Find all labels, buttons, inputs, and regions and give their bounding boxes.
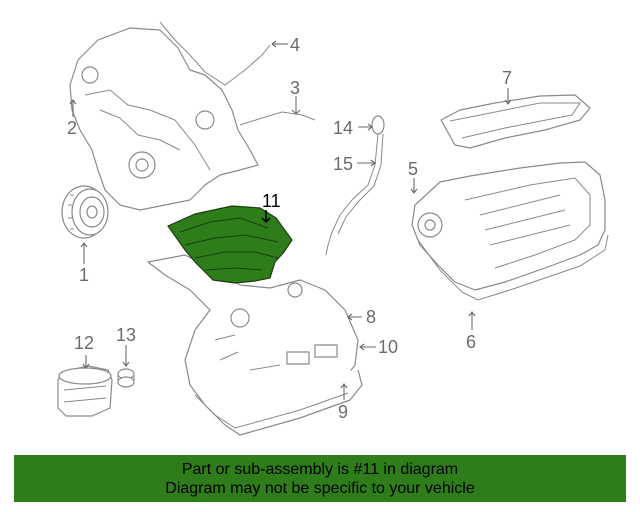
banner-line-1: Part or sub-assembly is #11 in diagram bbox=[181, 460, 459, 478]
callout-15: 15 bbox=[333, 154, 353, 174]
tube-3 bbox=[239, 111, 316, 126]
callout-13: 13 bbox=[116, 325, 136, 345]
callout-14: 14 bbox=[333, 118, 353, 138]
oil-filter-part bbox=[57, 365, 113, 417]
filter-adapter-part bbox=[117, 368, 135, 388]
callout-5: 5 bbox=[408, 159, 418, 179]
valve-cover-part bbox=[411, 161, 609, 301]
callout-2: 2 bbox=[67, 118, 77, 138]
banner-line-2: Diagram may not be specific to your vehi… bbox=[165, 479, 475, 497]
callout-7: 7 bbox=[502, 68, 512, 88]
callout-1: 1 bbox=[79, 265, 89, 285]
callout-12: 12 bbox=[74, 333, 94, 353]
callout-11: 11 bbox=[262, 191, 281, 211]
callout-6: 6 bbox=[466, 332, 476, 352]
crank-pulley-part bbox=[61, 185, 109, 239]
callout-4: 4 bbox=[290, 35, 300, 55]
dipstick-tube-4 bbox=[159, 21, 271, 86]
callout-3: 3 bbox=[290, 78, 300, 98]
baffle-part-11 bbox=[167, 205, 293, 284]
parts-diagram: 1 2 3 4 5 6 7 8 9 10 11 12 13 14 15 bbox=[57, 21, 609, 436]
valve-cover-gasket-part bbox=[440, 94, 591, 149]
callout-10: 10 bbox=[378, 337, 398, 357]
callout-8: 8 bbox=[366, 307, 376, 327]
callout-9: 9 bbox=[338, 402, 348, 422]
dipstick-part bbox=[325, 115, 385, 256]
part-info-banner: Part or sub-assembly is #11 in diagram D… bbox=[14, 455, 626, 502]
timing-cover-part bbox=[69, 27, 259, 211]
oil-pan-part bbox=[147, 254, 363, 436]
